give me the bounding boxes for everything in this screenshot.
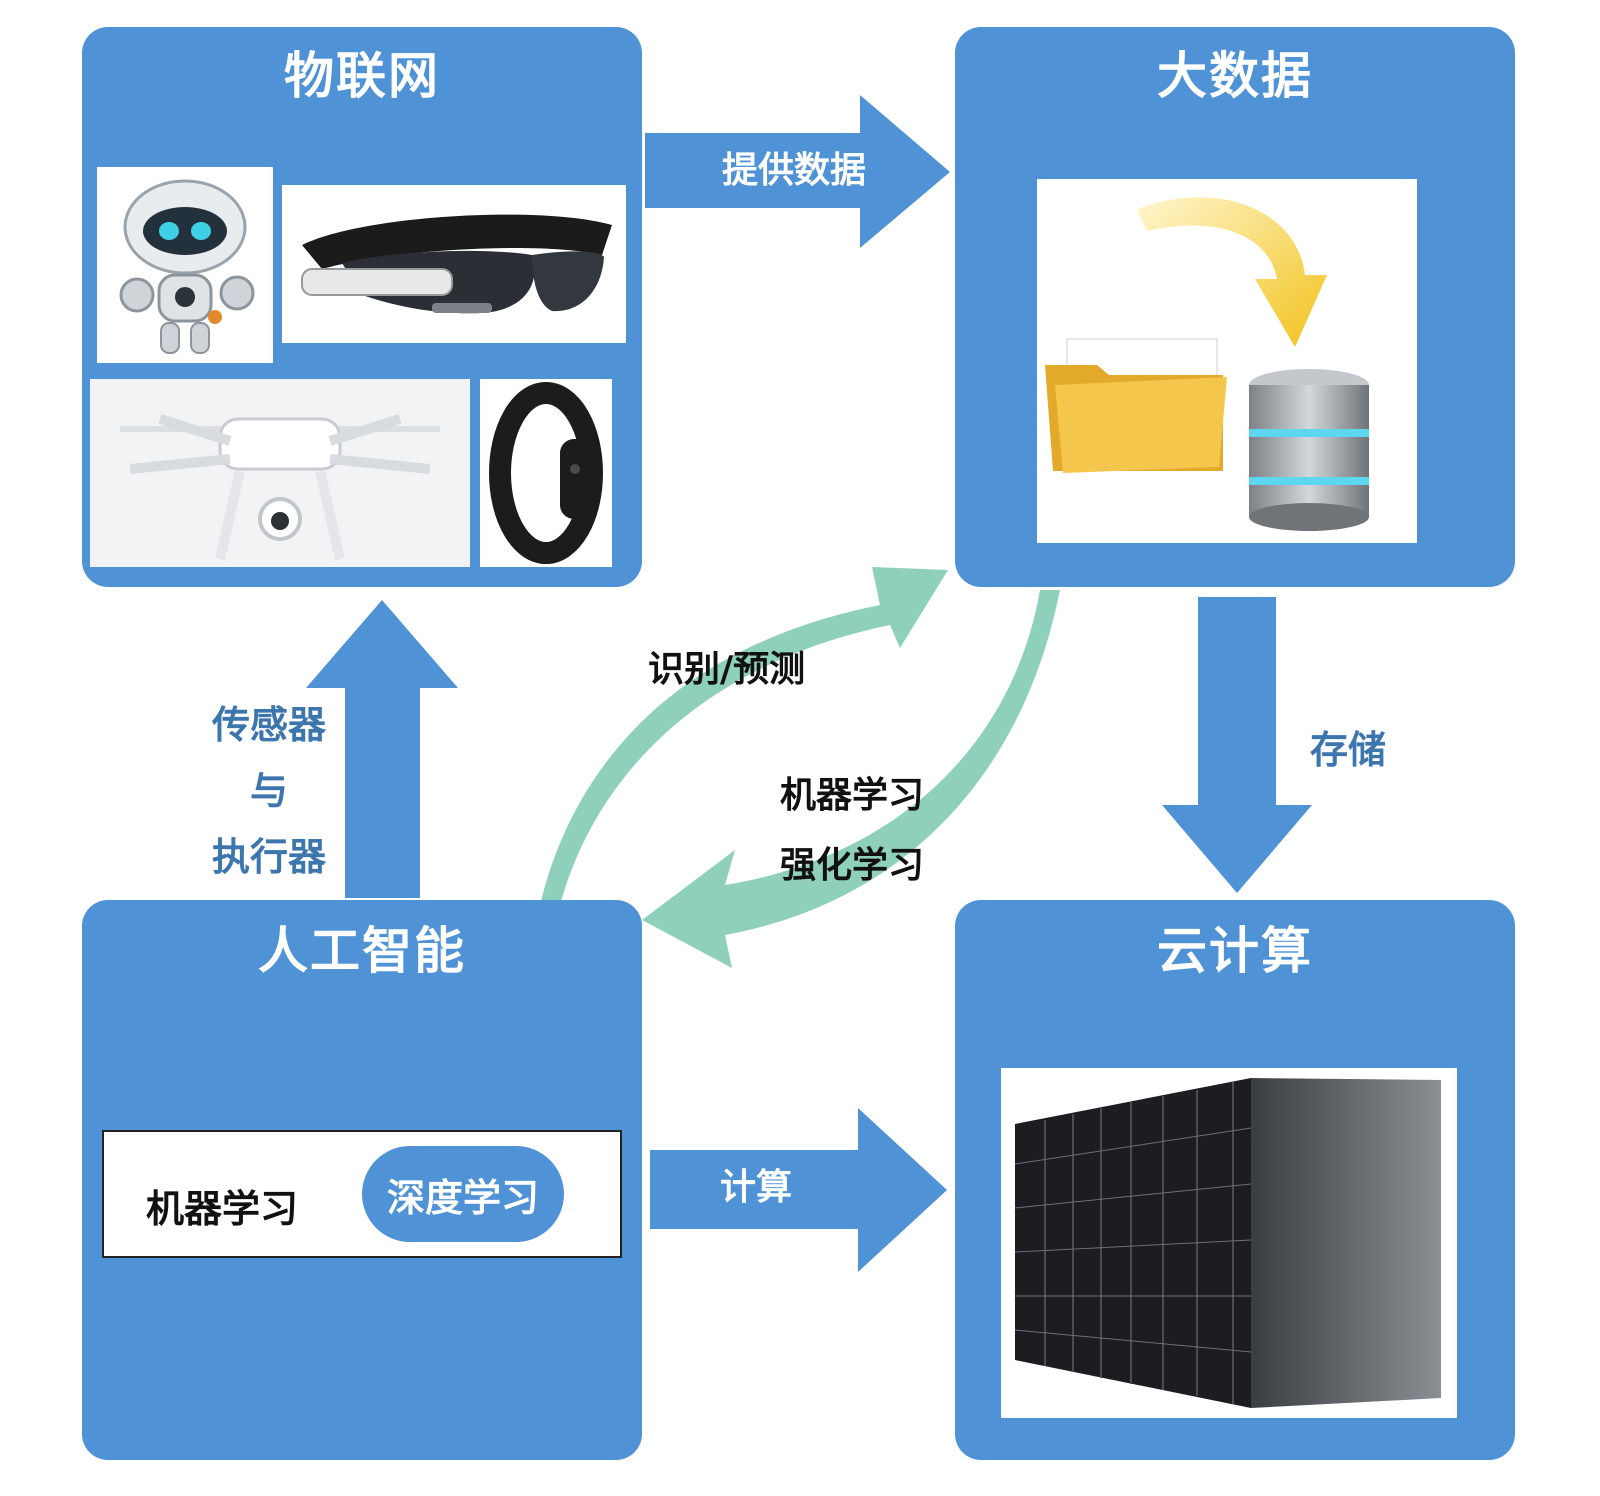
recognize-predict-label: 识别/预测 xyxy=(648,649,806,690)
sensor-label-line3: 执行器 xyxy=(212,835,327,879)
sensor-label-line1: 传感器 xyxy=(212,703,327,747)
ai-title: 人工智能 xyxy=(258,922,466,980)
learning-curve-arrow xyxy=(642,590,1060,968)
folder-database-image xyxy=(1037,179,1417,543)
database-icon xyxy=(1249,369,1369,531)
provide-data-arrow xyxy=(645,95,950,248)
cloud-title: 云计算 xyxy=(1157,922,1313,980)
sensor-label-line2: 与 xyxy=(250,769,289,813)
sensor-actuator-arrow xyxy=(306,600,458,898)
compute-label: 计算 xyxy=(720,1167,793,1208)
drone-image xyxy=(90,379,470,567)
iot-title: 物联网 xyxy=(284,47,440,105)
compute-arrow xyxy=(650,1108,947,1272)
transfer-arrow-icon xyxy=(1137,197,1327,347)
cloud-panel: 云计算 xyxy=(955,900,1515,1460)
smart-glasses-image xyxy=(282,185,626,343)
fitness-band-image xyxy=(480,379,612,567)
iot-panel: 物联网 xyxy=(82,27,642,587)
provide-data-label: 提供数据 xyxy=(722,150,867,191)
folder-icon xyxy=(1045,338,1227,473)
big-data-title: 大数据 xyxy=(1157,47,1313,105)
server-rack-image xyxy=(1001,1068,1457,1418)
robot-image xyxy=(97,167,273,363)
storage-label: 存储 xyxy=(1310,728,1387,772)
reinforcement-learning-label: 强化学习 xyxy=(780,845,925,886)
ai-methods-box: 机器学习 深度学习 xyxy=(102,1130,622,1258)
big-data-panel: 大数据 xyxy=(955,27,1515,587)
machine-learning-text: 机器学习 xyxy=(146,1187,299,1231)
recognize-predict-curve-arrow xyxy=(540,567,948,905)
storage-arrow xyxy=(1162,597,1312,893)
deep-learning-pill: 深度学习 xyxy=(362,1146,564,1242)
machine-learning-label: 机器学习 xyxy=(780,775,925,816)
